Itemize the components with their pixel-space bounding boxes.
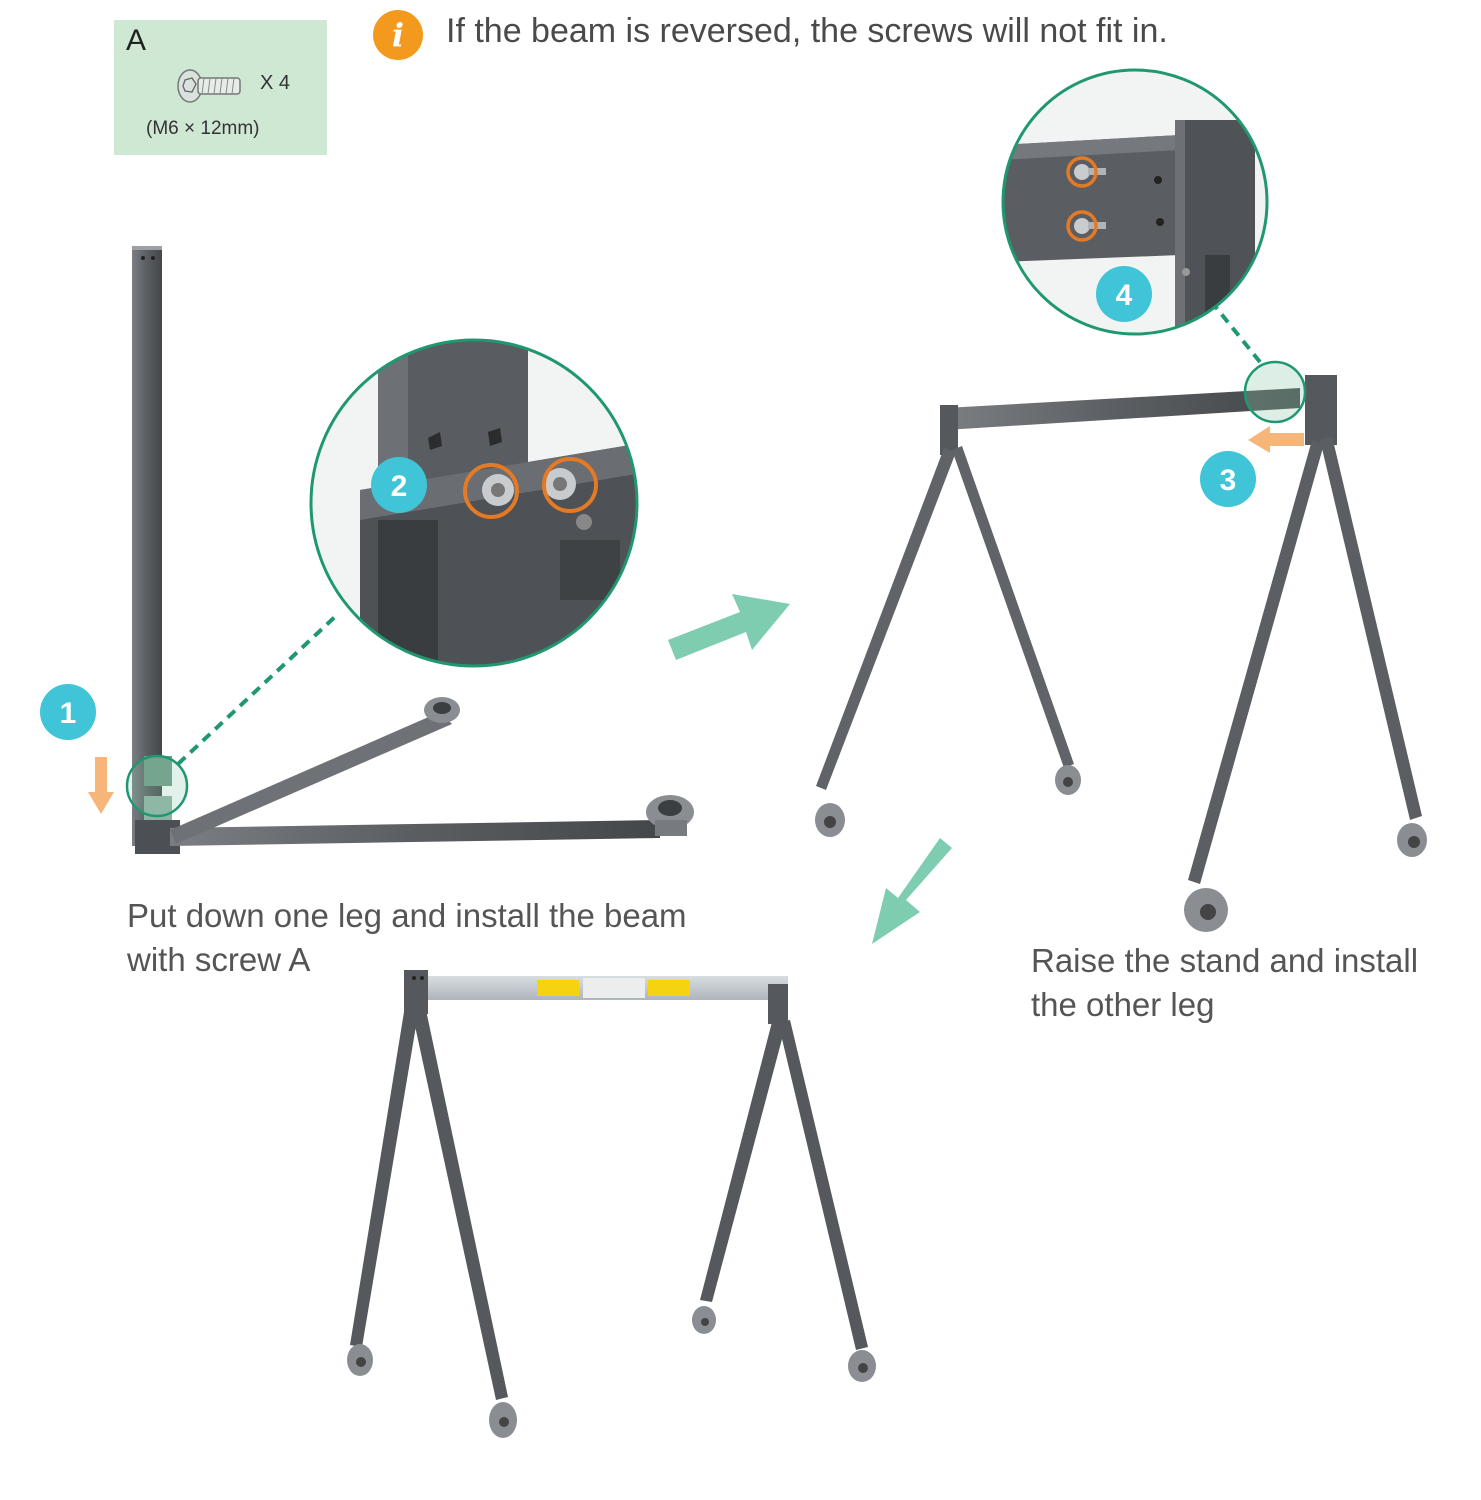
caption-left-line1: Put down one leg and install the beam [127,897,687,934]
step2-zoom [309,338,639,668]
step3-stand [815,298,1427,932]
info-icon: i [373,10,423,60]
caption-right-line2: the other leg [1031,986,1215,1023]
notice-text: If the beam is reversed, the screws will… [446,12,1168,50]
final-stand [347,970,876,1438]
step-3-badge: 3 [1220,464,1237,497]
step-4-badge: 4 [1116,279,1133,312]
parts-size: (M6 × 12mm) [146,118,260,139]
step-2-badge: 2 [391,470,408,503]
parts-letter: A [126,24,147,57]
flow-arrow-right [668,594,790,660]
parts-quantity: X 4 [260,72,291,94]
caption-left-line2: with screw A [127,941,311,978]
step4-zoom [1001,68,1269,336]
step-1-badge: 1 [60,697,77,730]
screw-icon [177,69,241,103]
caption-raise-stand: Raise the stand and install the other le… [1031,939,1471,1027]
flow-arrow-down [872,838,952,944]
caption-right-line1: Raise the stand and install [1031,942,1419,979]
parts-box: A X 4 (M6 × 12mm) [114,20,327,155]
caption-step-one-leg: Put down one leg and install the beam wi… [127,894,767,982]
step1-leg [40,246,694,854]
